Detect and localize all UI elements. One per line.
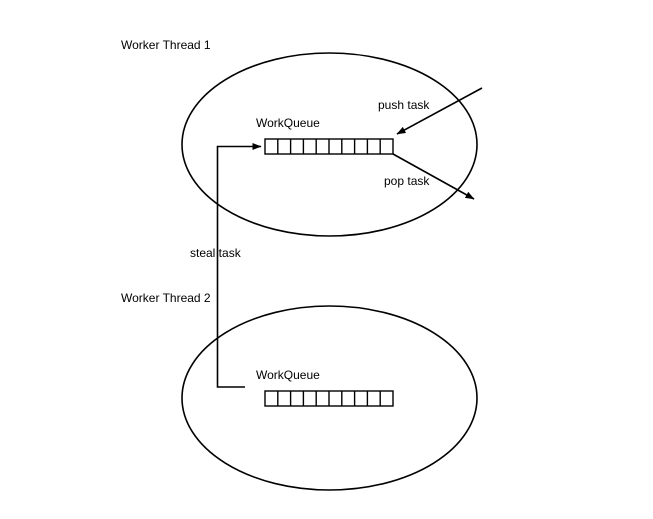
worker-thread-1-label: Worker Thread 1 [121,38,211,52]
workqueue-2-cells [264,390,394,407]
steal-task-connector [216,143,262,388]
worker-thread-1-ellipse [181,52,478,237]
pop-task-arrow [392,153,475,200]
steal-task-label: steal task [190,246,241,260]
workqueue-1-cells [264,138,394,155]
workqueue-1-label: WorkQueue [256,116,320,130]
push-task-arrow [396,87,483,135]
worker-thread-2-label: Worker Thread 2 [121,291,211,305]
worker-thread-2-ellipse [181,305,478,491]
pop-task-label: pop task [384,174,430,188]
workqueue-2-label: WorkQueue [256,368,320,382]
push-task-label: push task [378,98,430,112]
